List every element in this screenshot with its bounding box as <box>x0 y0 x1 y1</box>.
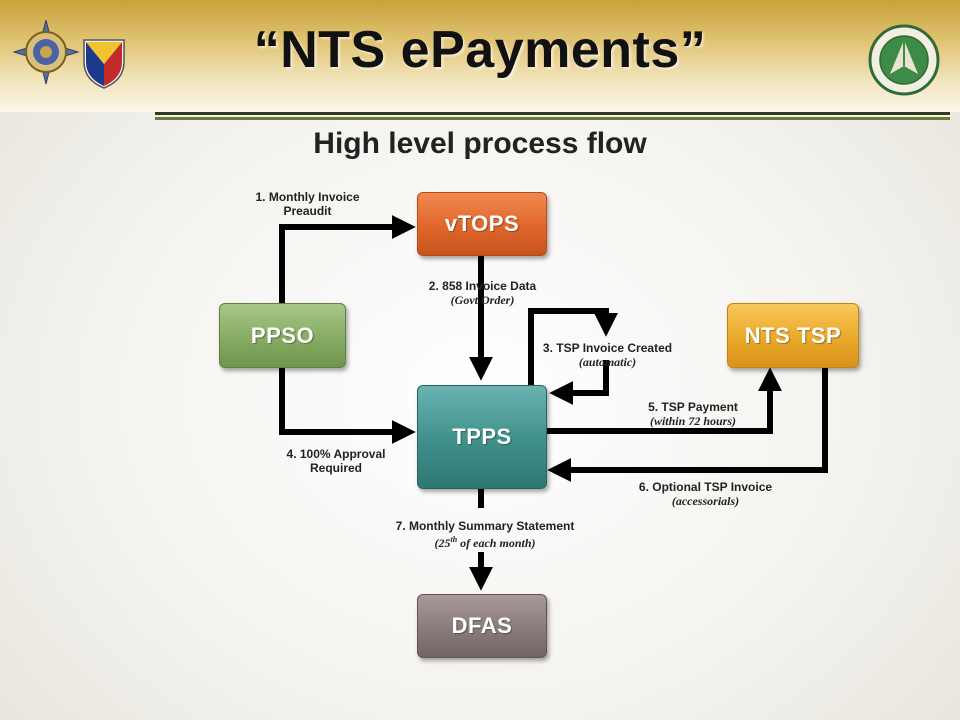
step-4-text: 4. 100% Approval Required <box>286 447 386 475</box>
connector-tpps-loop-out <box>528 308 618 385</box>
connector-ntstsp-tpps <box>547 366 828 482</box>
step-5-subtext: (within 72 hours) <box>649 414 737 428</box>
step-7-sub-pre: (25 <box>434 536 451 550</box>
step-6-label: 6. Optional TSP Invoice (accessorials) <box>618 480 793 508</box>
header-rule <box>155 112 950 120</box>
connector-ppso-vtops <box>279 215 416 303</box>
step-4-label: 4. 100% Approval Required <box>272 447 400 475</box>
step-1-label: 1. Monthly Invoice Preaudit <box>250 190 365 218</box>
node-vtops: vTOPS <box>417 192 547 256</box>
step-2-text: 2. 858 Invoice Data <box>428 279 537 293</box>
step-7-sub-sup: th <box>450 535 458 544</box>
connector-ppso-tpps <box>279 366 416 444</box>
step-5-label: 5. TSP Payment (within 72 hours) <box>622 400 764 428</box>
step-7-text: 7. Monthly Summary Statement <box>395 519 575 533</box>
step-3-text: 3. TSP Invoice Created <box>542 341 673 355</box>
connector-tpps-loop-in <box>549 360 609 405</box>
step-3-subtext: (automatic) <box>578 355 637 369</box>
connector-tpps-ntstsp <box>545 367 782 434</box>
army-shield-icon <box>83 39 125 89</box>
step-5-text: 5. TSP Payment <box>648 400 738 414</box>
step-7-subtext: (25th of each month) <box>378 533 592 550</box>
page-title: “NTS ePayments” <box>253 21 707 79</box>
step-1-text: 1. Monthly Invoice Preaudit <box>255 190 360 218</box>
diagram-subtitle: High level process flow <box>313 127 647 160</box>
step-6-subtext: (accessorials) <box>671 494 740 508</box>
step-2-subtext: (Govt Order) <box>450 293 515 307</box>
step-7-sub-post: of each month) <box>457 536 536 550</box>
step-3-label: 3. TSP Invoice Created (automatic) <box>530 341 685 369</box>
node-nts-tsp: NTS TSP <box>727 303 859 368</box>
node-tpps: TPPS <box>417 385 547 489</box>
node-ppso: PPSO <box>219 303 346 368</box>
step-7-label: 7. Monthly Summary Statement (25th of ea… <box>378 519 592 550</box>
step-2-label: 2. 858 Invoice Data (Govt Order) <box>405 279 560 307</box>
step-6-text: 6. Optional TSP Invoice <box>638 480 773 494</box>
node-dfas: DFAS <box>417 594 547 658</box>
sddc-seal-icon <box>868 24 940 96</box>
dod-seal-icon <box>12 19 80 85</box>
header-band <box>0 0 960 112</box>
